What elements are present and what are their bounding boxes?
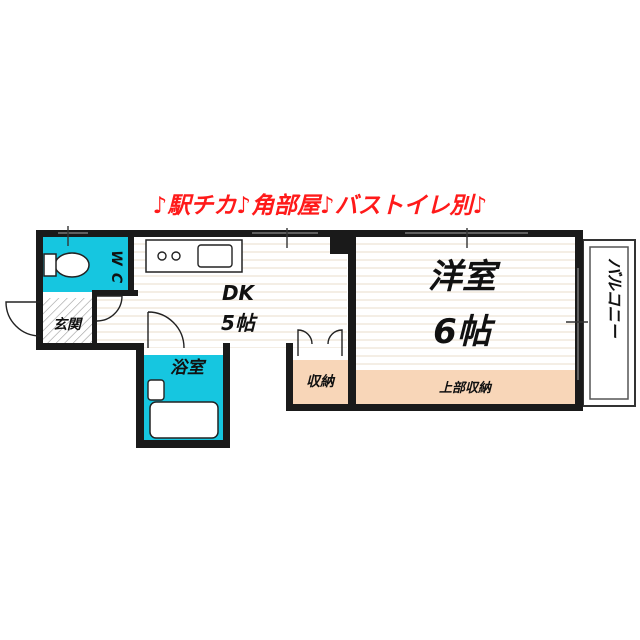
doors [5,295,343,356]
dk-size-label: 5帖 [221,311,258,335]
dk-name-label: DK [222,281,256,305]
stove-burner-right [171,251,181,261]
upper-storage-floor [355,370,577,406]
balcony-label: バルコニー [605,258,624,339]
stove-burner-left [157,251,167,261]
upper-storage-label: 上部収納 [439,380,493,396]
wc-label-w: W [108,250,124,266]
western-size-label: 6帖 [433,312,496,352]
western-name-label: 洋室 [428,257,501,297]
kitchen-sink [197,244,233,268]
genkan-floor [40,298,96,346]
bath-label: 浴室 [170,358,207,378]
banner-text: ♪駅チカ♪角部屋♪バストイレ別♪ [153,193,488,219]
storage-label: 収納 [306,373,336,390]
western-floor [355,236,577,372]
balcony-inner [589,246,629,400]
window-marks [67,226,588,323]
toilet [43,252,90,278]
washbasin [147,379,165,401]
storage-floor [292,360,348,406]
wc-label-c: C [108,273,124,284]
genkan-label: 玄関 [53,316,83,333]
bathtub [149,401,219,439]
